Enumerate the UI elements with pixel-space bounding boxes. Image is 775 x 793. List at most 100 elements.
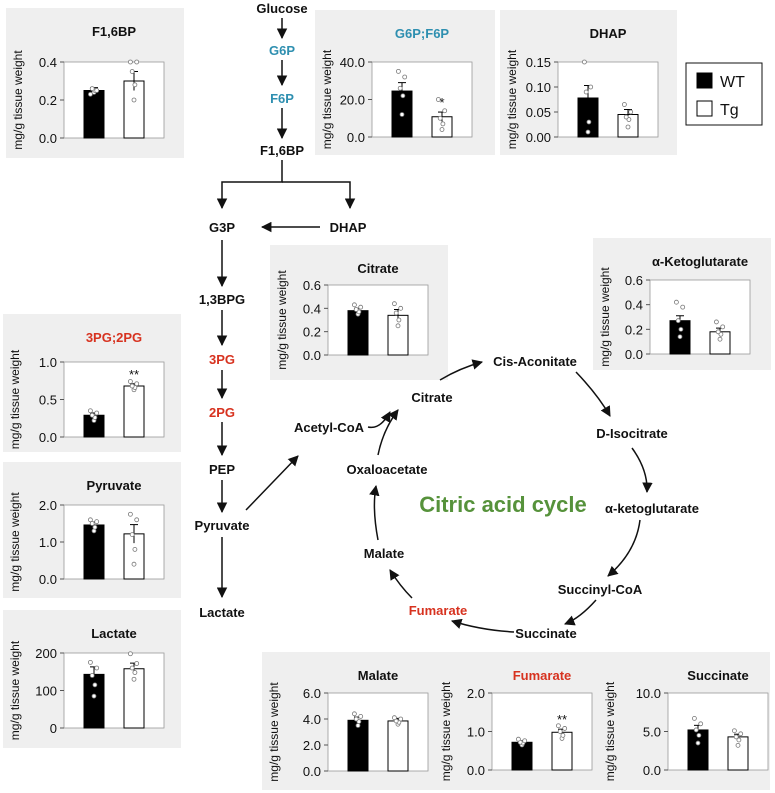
chart-title: 3PG;2PG	[86, 330, 142, 345]
node-disocitrate: D-Isocitrate	[596, 426, 668, 441]
data-point	[134, 59, 140, 65]
node-acetylcoa: Acetyl-CoA	[294, 420, 365, 435]
plot-area	[63, 504, 165, 580]
node-13bpg: 1,3BPG	[199, 292, 245, 307]
y-tick-label: 2.0	[303, 738, 321, 753]
data-point	[735, 742, 741, 748]
data-point	[353, 307, 359, 312]
data-point	[628, 109, 634, 115]
data-point	[698, 721, 704, 727]
metabolite-labels: Glucose G6P F6P F1,6BP G3P DHAP 1,3BPG 3…	[195, 1, 699, 641]
plot-area	[63, 652, 165, 729]
node-akg: α-ketoglutarate	[605, 501, 699, 516]
data-point	[733, 734, 739, 740]
data-point	[696, 732, 702, 738]
chart-title: Fumarate	[513, 668, 572, 683]
data-point	[89, 86, 95, 91]
data-point	[562, 726, 568, 731]
data-point	[678, 326, 684, 332]
data-point	[736, 737, 742, 743]
data-point	[622, 102, 627, 107]
data-point	[692, 716, 697, 721]
data-point	[89, 412, 95, 418]
data-point	[677, 334, 683, 340]
node-g6p: G6P	[269, 43, 295, 58]
data-point	[717, 336, 723, 342]
data-point	[516, 736, 521, 742]
node-dhap: DHAP	[330, 220, 367, 235]
y-tick-label: 200	[35, 646, 57, 661]
data-point	[351, 302, 357, 308]
y-axis-label: mg/g tissue weight	[603, 681, 617, 781]
data-point	[557, 729, 563, 734]
y-tick-label: 1.0	[39, 535, 57, 550]
significance-marker: **	[129, 367, 139, 382]
legend: WT Tg	[685, 62, 763, 126]
data-point	[398, 305, 404, 311]
data-point	[396, 317, 402, 323]
bar-wt	[83, 90, 105, 139]
y-tick-label: 0.15	[526, 55, 551, 70]
data-point	[522, 738, 528, 744]
data-point	[437, 115, 443, 121]
data-point	[402, 74, 408, 80]
y-tick-label: 0.0	[643, 763, 661, 778]
node-malate: Malate	[364, 546, 404, 561]
data-point	[583, 89, 589, 95]
y-tick-label: 0.0	[303, 764, 321, 779]
data-point	[129, 69, 135, 74]
y-tick-label: 4.0	[303, 712, 321, 727]
chart-title: Succinate	[687, 668, 748, 683]
plot-area	[491, 692, 593, 771]
data-point	[442, 108, 448, 114]
arrow-malate-oxaloacetate	[369, 484, 380, 541]
data-point	[88, 659, 93, 665]
data-point	[88, 517, 93, 523]
data-point	[355, 723, 361, 728]
plot-area	[649, 279, 751, 355]
cycle-title: Citric acid cycle	[419, 492, 587, 517]
data-point	[89, 673, 95, 678]
bar-wt	[347, 719, 369, 772]
node-g3p: G3P	[209, 220, 235, 235]
data-point	[351, 711, 357, 717]
plot-area	[667, 692, 769, 771]
bar-tg	[123, 385, 145, 438]
y-axis-label: mg/g tissue weight	[8, 492, 22, 592]
arrow-acetylcoa-citrate	[367, 411, 391, 429]
y-tick-label: 0.2	[625, 322, 643, 337]
data-point	[127, 59, 133, 65]
glycolysis-arrows	[216, 18, 356, 599]
data-point	[131, 97, 137, 103]
arrow-citrate-cisaconitate	[439, 359, 484, 381]
y-tick-label: 0.6	[625, 273, 643, 288]
data-point	[395, 68, 401, 74]
plot-area	[371, 61, 473, 138]
data-point	[92, 682, 98, 688]
plot-area	[327, 692, 429, 772]
data-point	[132, 82, 138, 88]
data-point	[715, 329, 721, 335]
y-tick-label: 100	[35, 684, 57, 699]
data-point	[127, 651, 133, 657]
data-point	[585, 129, 591, 135]
node-f6p: F6P	[270, 91, 294, 106]
significance-marker: *	[439, 95, 444, 110]
data-point	[89, 521, 95, 526]
data-point	[129, 383, 135, 389]
y-tick-label: 0.5	[39, 393, 57, 408]
arrow-pyruvate-acetylcoa	[245, 455, 299, 511]
y-tick-label: 10.0	[636, 686, 661, 701]
arrow-oxaloacetate-citrate	[377, 409, 399, 456]
data-point	[400, 93, 406, 99]
data-point	[134, 381, 140, 387]
plot-area	[63, 361, 165, 438]
legend-tg-swatch	[696, 100, 713, 117]
legend-wt-swatch	[696, 72, 713, 89]
node-3pg: 3PG	[209, 352, 235, 367]
